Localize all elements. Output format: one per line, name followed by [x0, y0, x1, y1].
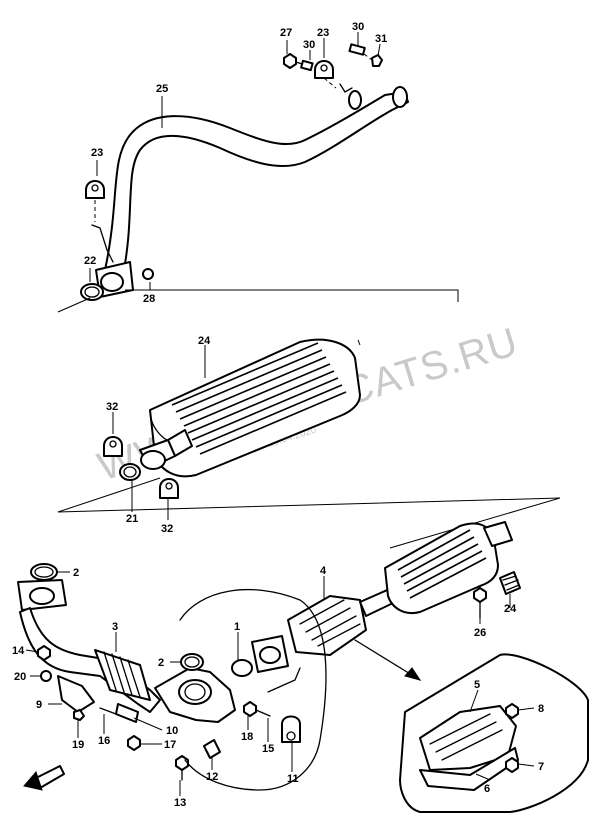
nut-20: [40, 670, 52, 682]
gasket-22: [80, 283, 104, 301]
callout-6: 6: [484, 783, 490, 795]
detail-arrow: [404, 667, 422, 681]
center-pipe-port: [178, 679, 212, 705]
muffler-flange-port: [140, 450, 166, 470]
nut-29: [142, 268, 154, 280]
callout-13: 13: [174, 797, 186, 809]
callout-30-right: 30: [352, 21, 364, 33]
sensor-rod: [267, 667, 301, 693]
muffler-ribs: [171, 342, 347, 455]
spring-12: [203, 739, 221, 759]
catalyst-shield-5: [419, 705, 517, 771]
callout-16: 16: [98, 735, 110, 747]
callout-30-left: 30: [303, 39, 315, 51]
callout-4: 4: [320, 565, 327, 577]
callout-29: 28: [143, 293, 155, 305]
front-pipe-flange-port: [29, 587, 55, 605]
gasket-1: [231, 659, 253, 677]
main-muffler-assembly: [57, 338, 561, 549]
collar-30-left: [300, 59, 314, 72]
callout-23-left: 23: [91, 147, 103, 159]
bolt-8: [505, 703, 519, 719]
callout-labels: 25 23 22 28 27 30 23 30 31 24 32 21 32 2…: [12, 21, 544, 809]
callout-10: 10: [166, 725, 178, 737]
callout-32-upper: 32: [106, 401, 118, 413]
front-exhaust-assembly: [17, 521, 589, 813]
bolt-14: [37, 645, 51, 661]
collar-30-right: [348, 43, 366, 56]
callout-18: 18: [241, 731, 253, 743]
hanger-bracket-wire: [91, 224, 114, 263]
nut-31: [371, 54, 383, 67]
callout-3: 3: [112, 621, 118, 633]
leader-lines: [25, 32, 535, 796]
bracket-9: [57, 675, 95, 713]
cat-section-boundary: [179, 588, 327, 791]
callout-25: 24: [504, 603, 517, 615]
pre-muffler-outlet-flange: [483, 521, 513, 547]
main-muffler-24: [149, 338, 361, 478]
hanger-rubber-23-top: [314, 60, 334, 79]
callout-22: 22: [84, 255, 96, 267]
callout-19: 19: [72, 739, 84, 751]
bolt-13: [175, 755, 189, 771]
callout-23-top: 23: [317, 27, 329, 39]
callout-7: 7: [538, 761, 544, 773]
callout-12: 12: [206, 771, 218, 783]
tail-pipe-assembly: [57, 43, 459, 313]
tail-pipe-26: [104, 91, 409, 276]
bolt-19: [73, 709, 85, 721]
bolt-7: [505, 757, 519, 773]
bolt-27: [473, 587, 487, 603]
callout-20: 20: [14, 671, 26, 683]
callout-27: 26: [474, 627, 486, 639]
pre-muffler: [384, 522, 499, 614]
callout-31: 31: [375, 33, 387, 45]
callout-32-lower: 32: [161, 523, 173, 535]
callout-2-middle: 2: [158, 657, 164, 669]
callout-17: 17: [164, 739, 176, 751]
bolt-28: [283, 53, 297, 69]
callout-8: 8: [538, 703, 544, 715]
callout-24: 24: [198, 335, 211, 347]
callout-9: 9: [36, 699, 42, 711]
bracket-10: [115, 703, 139, 723]
callout-15: 15: [262, 743, 274, 755]
callout-26: 25: [156, 83, 168, 95]
heat-shield-lower-6: [419, 747, 519, 791]
gasket-21: [119, 463, 141, 481]
callout-1: 1: [234, 621, 240, 633]
catalytic-converter-4: [287, 595, 367, 656]
callout-5: 5: [474, 679, 480, 691]
callout-14: 14: [12, 645, 25, 657]
callout-11: 11: [287, 773, 299, 785]
hanger-rubber-11: [281, 715, 301, 743]
tail-pipe-hanger-ring: [348, 90, 362, 110]
bolt-17: [127, 735, 141, 751]
tail-pipe-outlet: [392, 86, 408, 108]
callout-2-top: 2: [73, 567, 79, 579]
callout-28: 27: [280, 27, 292, 39]
pre-muffler-ribs: [397, 529, 487, 599]
tail-pipe-flange-port: [100, 272, 124, 292]
bolt-18: [243, 701, 257, 717]
callout-21: 21: [126, 513, 138, 525]
hanger-rubber-23-left: [85, 180, 105, 199]
stud-16: [99, 707, 117, 715]
stud-15: [255, 709, 271, 717]
